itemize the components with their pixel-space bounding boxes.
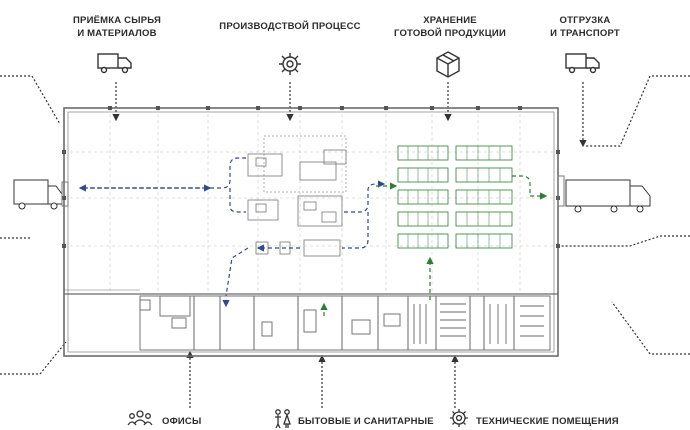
label-production: ПРОИЗВОДСТВОЙ ПРОЦЕСС: [219, 21, 361, 32]
gear-icon: [450, 409, 468, 427]
person-pair-icon: [275, 409, 291, 429]
storage-racks: [397, 145, 513, 249]
building-outline: [62, 106, 560, 357]
label-offices: ОФИСЫ: [162, 416, 202, 427]
office-rooms: [139, 295, 551, 351]
truck-icon: [565, 53, 600, 74]
annotation-lines: [0, 75, 690, 408]
truck-icon: [97, 53, 132, 74]
box-icon: [436, 51, 460, 78]
people-icon: [127, 410, 153, 426]
label-amenities: БЫТОВЫЕ И САНИТАРНЫЕ: [298, 416, 434, 427]
truck-left: [13, 179, 69, 210]
storage-flow: [320, 175, 548, 316]
production-flow: [78, 157, 386, 308]
production-equipment: [247, 135, 347, 257]
label-technical: ТЕХНИЧЕСКИЕ ПОМЕЩЕНИЯ: [476, 416, 619, 427]
truck-right: [557, 175, 651, 213]
gear-icon: [279, 53, 301, 75]
